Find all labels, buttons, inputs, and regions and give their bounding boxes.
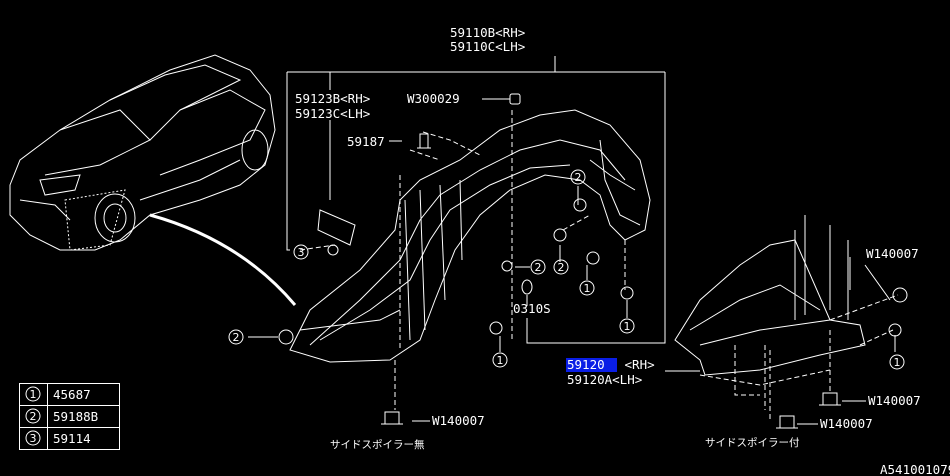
label-bolt-right-top: W140007	[866, 246, 919, 261]
svg-text:59188B: 59188B	[53, 409, 98, 424]
callout-1: 1	[619, 318, 635, 334]
legend-row: 3 59114	[25, 430, 91, 446]
label-cover-rh-code[interactable]: 59120	[567, 357, 605, 372]
label-fender-lh: 59110C<LH>	[450, 39, 525, 54]
svg-text:2: 2	[575, 171, 582, 184]
callout-2: 2	[530, 259, 546, 275]
label-bolt-right-mid: W140007	[868, 393, 921, 408]
label-bracket-rh: 59123B<RH>	[295, 91, 370, 106]
caption-without-spoiler: サイドスポイラー無	[330, 438, 425, 451]
label-fender-rh: 59110B<RH>	[450, 25, 525, 40]
svg-text:1: 1	[497, 354, 504, 367]
callout-3: 3	[293, 244, 309, 260]
label-clip-top: W300029	[407, 91, 460, 106]
under-cover-illustration	[674, 215, 899, 420]
svg-text:3: 3	[298, 246, 305, 259]
highlight-59120	[566, 358, 617, 372]
svg-text:59114: 59114	[53, 431, 91, 446]
legend-row: 1 45687	[25, 386, 91, 402]
label-screw: 59187	[347, 134, 385, 149]
pointer-arc	[149, 213, 297, 306]
callout-2: 2	[570, 169, 586, 185]
label-bracket-lh: 59123C<LH>	[295, 106, 370, 121]
svg-text:1: 1	[30, 388, 37, 401]
drawing-code: A541001079	[880, 462, 950, 476]
callout-2: 2	[228, 329, 244, 345]
svg-text:2: 2	[558, 261, 565, 274]
leader-lines	[248, 56, 896, 425]
legend-table: 1 45687 2 59188B 3 59114	[19, 383, 120, 450]
svg-text:2: 2	[30, 410, 37, 423]
svg-text:1: 1	[624, 320, 631, 333]
label-bolt-right-bottom: W140007	[820, 416, 873, 431]
fender-liner-illustration	[289, 109, 651, 410]
label-cover-lh: 59120A<LH>	[567, 372, 642, 387]
callout-1: 1	[889, 354, 905, 370]
callout-2: 2	[553, 259, 569, 275]
car-illustration	[9, 54, 276, 251]
label-cover-rh-side: <RH>	[617, 357, 655, 372]
svg-text:1: 1	[894, 356, 901, 369]
fasteners	[278, 93, 908, 429]
svg-text:1: 1	[584, 282, 591, 295]
label-bolt-left: W140007	[432, 413, 485, 428]
caption-with-spoiler: サイドスポイラー付	[705, 436, 800, 449]
legend-row: 2 59188B	[25, 408, 98, 424]
svg-text:3: 3	[30, 432, 37, 445]
callout-1: 1	[579, 280, 595, 296]
svg-text:2: 2	[535, 261, 542, 274]
label-nut: 0310S	[513, 301, 551, 316]
callout-1: 1	[492, 352, 508, 368]
callouts: 3 2 2 2 2 1 1 1 1	[228, 169, 905, 370]
svg-text:2: 2	[233, 331, 240, 344]
svg-text:45687: 45687	[53, 387, 91, 402]
